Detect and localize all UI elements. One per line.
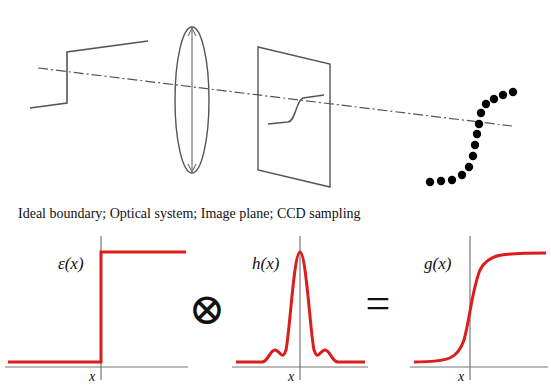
lens	[175, 27, 209, 173]
axis-label: x	[288, 369, 294, 384]
convolution-symbol: ⊗	[189, 286, 226, 334]
axes	[5, 236, 548, 380]
ideal-edge	[30, 41, 148, 108]
step-function	[8, 252, 186, 362]
caption-text: Ideal boundary; Optical system; Image pl…	[18, 206, 361, 221]
axis-label: x	[458, 369, 464, 384]
edge-response	[414, 253, 546, 362]
axis-label: x	[89, 369, 95, 384]
function-label: g(x)	[424, 255, 451, 274]
function-label: ε(x)	[58, 255, 84, 274]
point-spread-function	[236, 252, 365, 362]
ccd-samples	[426, 88, 517, 186]
image-plane	[258, 47, 330, 187]
blurred-edge	[268, 95, 324, 124]
lens-axis	[192, 30, 193, 170]
function-label: h(x)	[252, 255, 279, 274]
lens-arrows	[188, 28, 196, 172]
equals-symbol: =	[366, 280, 391, 328]
optical-axis	[38, 68, 512, 126]
